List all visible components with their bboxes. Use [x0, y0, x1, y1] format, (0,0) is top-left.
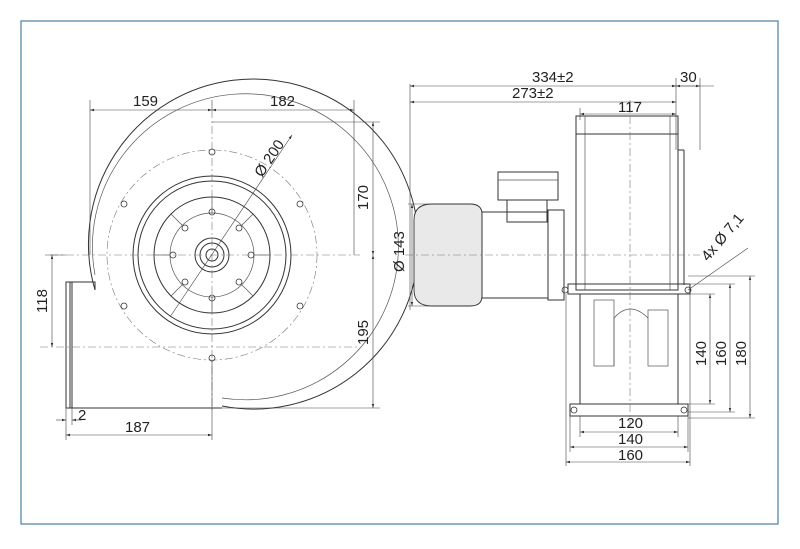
dim-180-vertical-label: 180 [733, 341, 750, 366]
dim-159-label: 159 [133, 93, 158, 110]
dim-mount-holes-label: 4x Ø 7,1 [698, 210, 747, 264]
dim-140-vertical-label: 140 [693, 341, 710, 366]
side-view [405, 78, 755, 466]
dim-182-label: 182 [270, 93, 295, 110]
dim-2-label: 2 [78, 407, 86, 424]
dim-117-label: 117 [618, 99, 642, 116]
dim-160-label: 160 [618, 447, 643, 464]
dim-120-label: 120 [618, 415, 643, 432]
front-view [40, 78, 419, 440]
dim-187-label: 187 [125, 419, 150, 436]
dim-195-label: 195 [355, 320, 372, 345]
dim-140-label: 140 [618, 431, 643, 448]
dim-170-label: 170 [355, 185, 372, 210]
dim-334-label: 334±2 [532, 69, 574, 86]
dim-30-label: 30 [680, 69, 697, 86]
dim-118-label: 118 [34, 289, 51, 313]
dim-273-label: 273±2 [512, 85, 554, 102]
dim-160-vertical-label: 160 [713, 341, 730, 366]
drawing-frame [20, 20, 779, 525]
dim-diameter-143-label: Ø 143 [391, 231, 408, 272]
dim-diameter-200-label: Ø 200 [251, 137, 288, 180]
